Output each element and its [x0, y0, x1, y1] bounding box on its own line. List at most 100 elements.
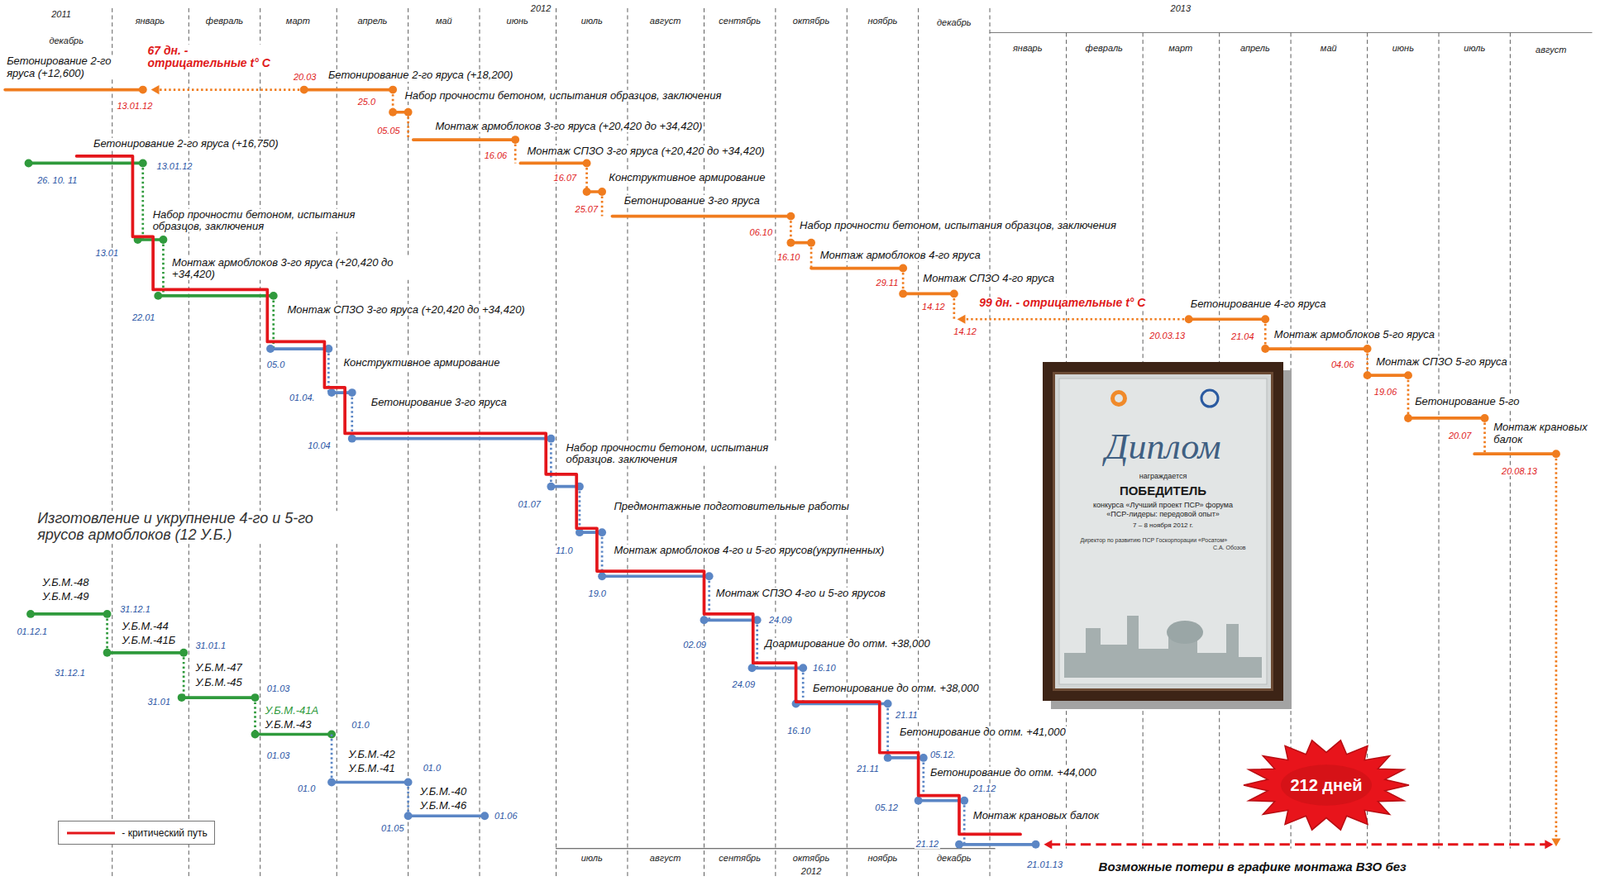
dependency-dotted: [802, 668, 805, 704]
date-label: 31.01.1: [193, 640, 228, 651]
date-label: 16.06: [482, 150, 510, 161]
milestone-dot: [404, 811, 413, 821]
month-label: май: [1318, 42, 1339, 53]
milestone-dot: [960, 797, 969, 806]
milestone-dot: [511, 135, 520, 144]
arrow-head: [151, 85, 160, 95]
milestone-dot: [24, 159, 34, 168]
logo-symbol: [1201, 390, 1218, 407]
task-label: У.Б.М.-42: [347, 749, 397, 761]
date-label: 20.07: [1447, 430, 1474, 441]
task-bar: [918, 799, 965, 803]
milestone-dot: [177, 693, 187, 703]
milestone-dot: [251, 730, 260, 740]
month-label: май: [434, 15, 454, 26]
dependency-dotted: [155, 88, 305, 91]
task-bar: [611, 214, 791, 219]
date-label: 21.11: [893, 710, 920, 721]
task-bar: [255, 733, 333, 737]
milestone-dot: [914, 797, 923, 806]
dependency-dotted: [1555, 453, 1558, 843]
task-label: У.Б.М.-43: [262, 719, 313, 731]
task-label: Бетонирование 2-го яруса (+12,600): [4, 55, 136, 80]
milestone-dot: [266, 344, 275, 354]
task-label: Бетонирование до отм. +44,000: [928, 767, 1099, 779]
diploma-paper: [1059, 378, 1267, 685]
milestone-dot: [705, 572, 714, 581]
date-label: 16.10: [811, 663, 838, 674]
task-bar: [304, 88, 393, 92]
milestone-dot: [1552, 449, 1561, 459]
month-label: сентябрь: [716, 853, 763, 864]
task-bar: [331, 781, 409, 785]
milestone-dot: [404, 778, 413, 788]
task-bar: [107, 651, 185, 655]
task-label: Бетонирование 2-го яруса (+16,750): [91, 138, 281, 150]
date-label: 01.05: [379, 823, 406, 834]
dependency-dotted: [141, 162, 144, 240]
diploma-date: 7 – 8 ноября 2012 г.: [1132, 521, 1194, 530]
task-label: Монтаж армоблоков 3-го яруса (+20,420 до…: [433, 120, 704, 133]
date-label: 19.06: [1372, 386, 1400, 397]
milestone-dot: [1184, 315, 1194, 324]
task-label: Бетонирование 2-го яруса (+18,200): [326, 69, 516, 82]
date-label: 01.0: [421, 763, 443, 774]
task-label: Монтаж СПЗО 4-го и 5-го ярусов: [714, 587, 888, 600]
milestone-dot: [919, 754, 928, 763]
date-label: 16.10: [785, 725, 812, 736]
milestone-dot: [103, 610, 112, 619]
month-label: август: [648, 853, 683, 864]
date-label: 01.0: [296, 783, 317, 794]
date-label: 01.04.: [287, 392, 317, 403]
month-label: декабрь: [935, 853, 974, 864]
task-bar: [1189, 317, 1266, 321]
plant-illustration: [1166, 620, 1204, 645]
date-label: 14.12: [920, 301, 947, 312]
task-bar: [902, 292, 955, 297]
milestone-dot: [1404, 414, 1413, 423]
month-label: июль: [579, 853, 605, 864]
unit-label: У.Б.М.-41А: [262, 705, 320, 717]
task-bar: [270, 347, 329, 351]
month-grid-line: [917, 8, 919, 880]
milestone-dot: [807, 238, 816, 248]
date-label: 01.12.1: [15, 626, 50, 637]
month-label: сентябрь: [716, 15, 763, 26]
milestone-dot: [103, 649, 112, 658]
date-label: 26. 10. 11: [35, 175, 79, 186]
milestone-dot: [327, 388, 336, 397]
month-label: февраль: [1084, 42, 1125, 53]
task-label: Набор прочности бетоном, испытания образ…: [402, 90, 723, 102]
month-label: 2012: [799, 866, 823, 877]
month-label: январь: [1011, 42, 1044, 53]
milestone-dot: [159, 235, 168, 244]
dependency-dotted: [253, 697, 257, 735]
legend-entry: - критический путь: [57, 821, 215, 845]
month-label: 2012: [529, 3, 553, 14]
month-grid-line: [989, 8, 991, 880]
date-label: 24.09: [730, 679, 758, 690]
task-bar: [157, 294, 273, 298]
dependency-dotted: [406, 783, 410, 817]
date-label: 16.10: [775, 252, 803, 263]
dependency-dotted: [350, 392, 354, 440]
milestone-dot: [404, 108, 413, 117]
date-label: 19.0: [587, 588, 608, 599]
month-grid-line: [1366, 32, 1368, 849]
month-grid-line: [1438, 32, 1440, 849]
month-label: декабрь: [47, 35, 86, 46]
diploma-frame: ДипломнаграждаетсяПОБЕДИТЕЛЬконкурса «Лу…: [1042, 362, 1284, 702]
legend-text: - критический путь: [121, 827, 207, 840]
milestone-dot: [388, 85, 397, 95]
task-label: У.Б.М.-48: [40, 576, 91, 588]
date-label: 29.11: [874, 277, 901, 288]
dependency-dotted: [182, 653, 186, 698]
task-label: Монтаж крановых балок: [1491, 421, 1590, 446]
task-label: Монтаж армоблоков 5-го яруса: [1272, 329, 1437, 341]
month-label: июнь: [505, 15, 531, 26]
date-label: 31.12.1: [118, 604, 153, 615]
dependency-dotted: [105, 614, 109, 654]
milestone-dot: [1363, 371, 1372, 380]
milestone-dot: [480, 811, 489, 821]
dependency-dotted: [406, 112, 410, 140]
